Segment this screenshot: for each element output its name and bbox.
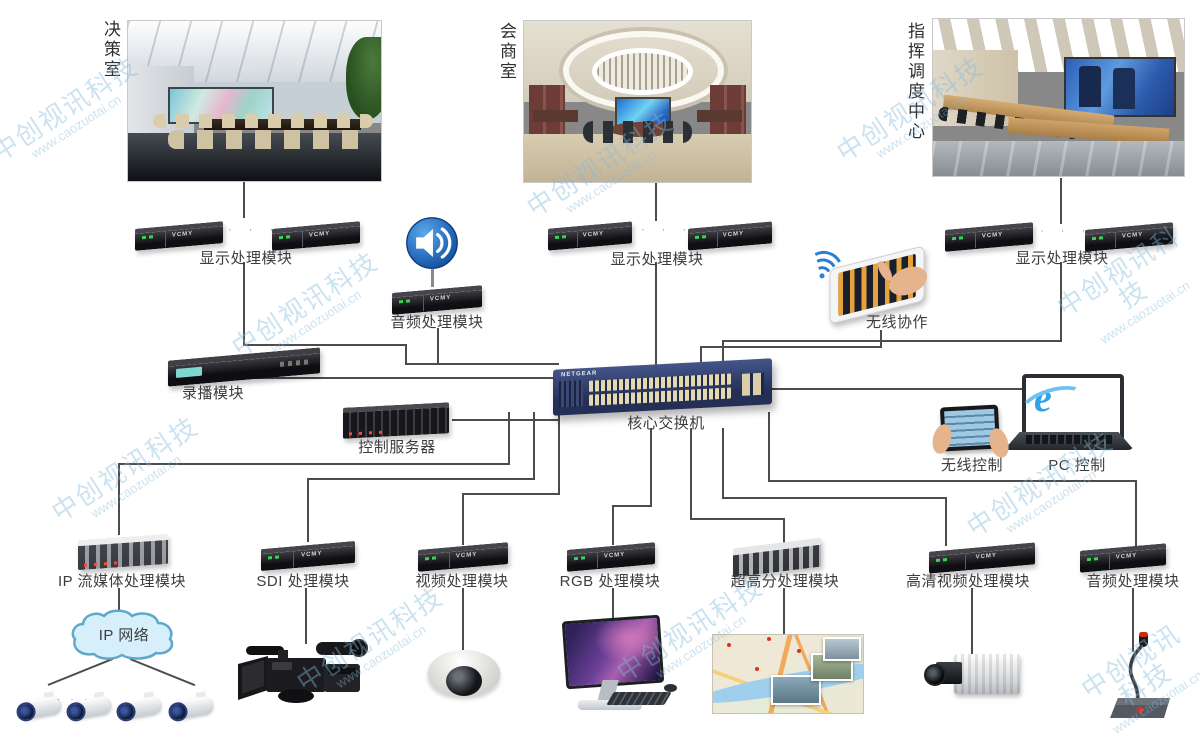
bullet-camera [116,695,162,720]
ellipsis-separator: · · · [641,224,694,236]
connector-line [243,262,245,346]
bullet-camera [16,695,62,720]
hd-video-processor-device: VCMY [929,542,1035,574]
module-label-video: 视频处理模块 [415,573,509,590]
room-label-command: 指挥调度中心 [905,22,924,142]
room-photo-command [932,18,1185,177]
connector-line [1135,480,1137,546]
display-module-label-2: 显示处理模块 [610,251,704,268]
camcorder [238,634,368,725]
connector-line [772,388,1032,390]
module-label-rgb: RGB 处理模块 [559,573,661,590]
core-switch-device: NETGEAR [553,358,772,416]
switch-brand: NETGEAR [561,370,598,379]
icon-stem [431,269,434,287]
ellipsis-separator: · · · [1040,225,1093,237]
video-processor-device: VCMY [418,542,508,572]
recording-device [168,347,320,387]
connector-line [243,344,407,346]
connector-line [118,463,120,535]
connector-line [650,428,652,507]
connector-line [405,344,407,365]
connector-line [248,377,558,379]
dome-camera [428,650,500,700]
connector-line [880,330,882,347]
room-photo-decision [127,20,382,182]
connector-line [462,493,464,545]
module-label-ip-stream: IP 流媒体处理模块 [57,573,187,590]
connector-line [655,181,657,221]
connector-line [405,363,559,365]
room-label-decision: 决策室 [101,20,120,80]
sdi-processor-device: VCMY [261,540,355,572]
connector-line [722,340,724,370]
connector-line [945,497,947,546]
connector-line [437,328,439,365]
display-processor-device: VCMY [548,221,632,251]
connector-line [118,588,120,616]
connector-line [452,419,558,421]
connector-line [558,412,560,495]
display-module-label-1: 显示处理模块 [199,250,293,267]
audio-processor-device-bottom: VCMY [1080,543,1166,573]
connector-line [783,588,785,637]
connector-line [1132,588,1134,652]
connector-line [722,497,947,499]
connector-line [700,346,882,348]
wireless-control-label: 无线控制 [940,457,1004,474]
connector-line [462,493,560,495]
connector-line [971,588,973,657]
connector-line [307,478,309,542]
core-switch-label: 核心交换机 [627,415,705,432]
gis-map [712,634,864,714]
module-label-uhd: 超高分处理模块 [730,573,840,590]
display-module-label-3: 显示处理模块 [1015,250,1109,267]
ip-network-cloud [68,608,180,667]
speaker-icon [404,215,460,276]
wireless-collab-label: 无线协作 [865,314,929,331]
connector-line [1060,178,1062,224]
module-label-hd-video: 高清视频处理模块 [905,573,1031,590]
display-processor-device: VCMY [688,221,772,251]
connector-line [722,428,724,499]
connector-line [655,262,657,370]
conference-microphone [1108,628,1178,725]
connector-line [612,588,614,622]
connector-line [783,518,785,545]
connector-line [1060,262,1062,342]
connector-line [243,180,245,218]
connector-line [462,588,464,650]
audio-module-label: 音频处理模块 [390,314,484,331]
connector-line [690,518,785,520]
connector-line [508,412,510,465]
module-label-audio-bottom: 音频处理模块 [1086,573,1180,590]
bullet-camera [168,695,214,720]
connector-line [305,588,307,644]
connector-line [533,412,535,480]
connector-line [307,478,535,480]
control-server-device [343,402,449,439]
pc-control-label: PC 控制 [1048,457,1106,474]
module-label-sdi: SDI 处理模块 [256,573,350,590]
rgb-processor-device: VCMY [567,542,655,572]
connector-line [612,505,614,545]
room-photo-consult [523,20,752,183]
recording-module-label: 录播模块 [181,385,245,402]
control-server-label: 控制服务器 [358,439,436,456]
ip-network-label: IP 网络 [98,627,150,644]
connector-line [700,346,702,370]
room-label-consult: 会商室 [497,22,516,82]
ellipsis-separator: · · · [57,694,91,704]
ellipsis-separator: · · · [228,224,281,236]
connector-line [612,505,652,507]
connector-line [722,340,1062,342]
connector-line [690,428,692,520]
ip-stream-server [78,533,168,571]
connector-line [768,412,770,482]
connector-line [768,480,1137,482]
connector-line [118,463,510,465]
ie-logo: e [1034,375,1052,420]
